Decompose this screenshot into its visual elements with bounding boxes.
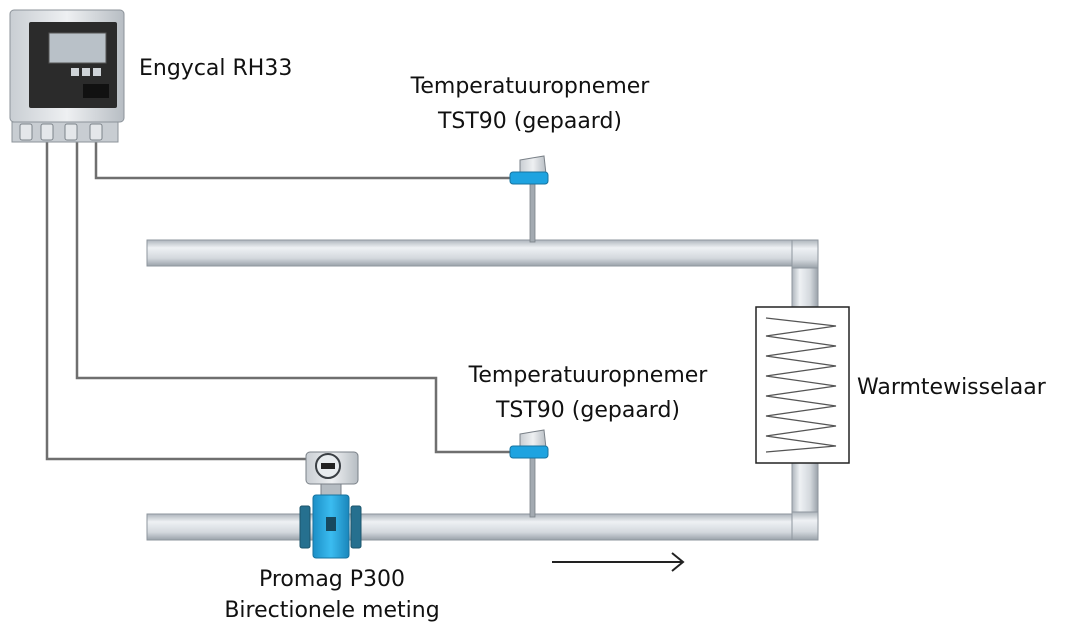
temperature-sensor-icon (509, 429, 549, 518)
cable-bottom-sensor (75, 140, 512, 454)
heat-exchanger-label: Warmtewisselaar (857, 375, 1046, 400)
calculator-label: Engycal RH33 (139, 56, 293, 81)
electromagnetic-flowmeter-icon (299, 451, 362, 559)
flowmeter-display-bar (321, 463, 335, 469)
sensor-bottom-label-line2: TST90 (gepaard) (495, 398, 681, 423)
calculator-screen (48, 32, 107, 64)
flowmeter-label-line1: Promag P300 (258, 567, 406, 592)
calculator-device-icon (9, 9, 125, 143)
temperature-sensor-icon (509, 155, 549, 243)
pipe-elbow-top (791, 239, 819, 269)
cable-gland (40, 123, 54, 141)
pipe-vertical-upper (791, 261, 819, 313)
pipe-vertical-lower (791, 459, 819, 519)
sensor-stem (529, 456, 536, 518)
calculator-key (93, 68, 101, 76)
cable-flowmeter (45, 140, 312, 461)
heat-exchanger-coil (765, 317, 837, 453)
flowmeter-flange-left (299, 505, 311, 549)
cable-gland (89, 123, 103, 141)
pipe-elbow-bottom (791, 511, 819, 541)
cable-top-sensor (94, 140, 512, 180)
cable-gland (19, 123, 33, 141)
calculator-port (83, 84, 109, 98)
sensor-top-label-line1: Temperatuuropnemer (410, 74, 650, 99)
arrow-right-icon (552, 552, 685, 572)
sensor-bottom-label-line1: Temperatuuropnemer (468, 363, 708, 388)
calculator-key (71, 68, 79, 76)
calculator-key (82, 68, 90, 76)
cable-gland (64, 123, 78, 141)
flowmeter-electrode (326, 517, 336, 531)
sensor-top-label-line2: TST90 (gepaard) (437, 109, 623, 134)
supply-pipe (146, 239, 816, 267)
sensor-housing (509, 445, 549, 459)
return-pipe (146, 513, 816, 541)
sensor-housing (509, 171, 549, 185)
sensor-stem (529, 181, 536, 243)
flowmeter-label-line2: Birectionele meting (224, 598, 440, 623)
signal-cables (45, 140, 512, 461)
pipe-loop (146, 239, 819, 541)
flowmeter-flange-right (350, 505, 362, 549)
heat-exchanger (755, 306, 850, 464)
